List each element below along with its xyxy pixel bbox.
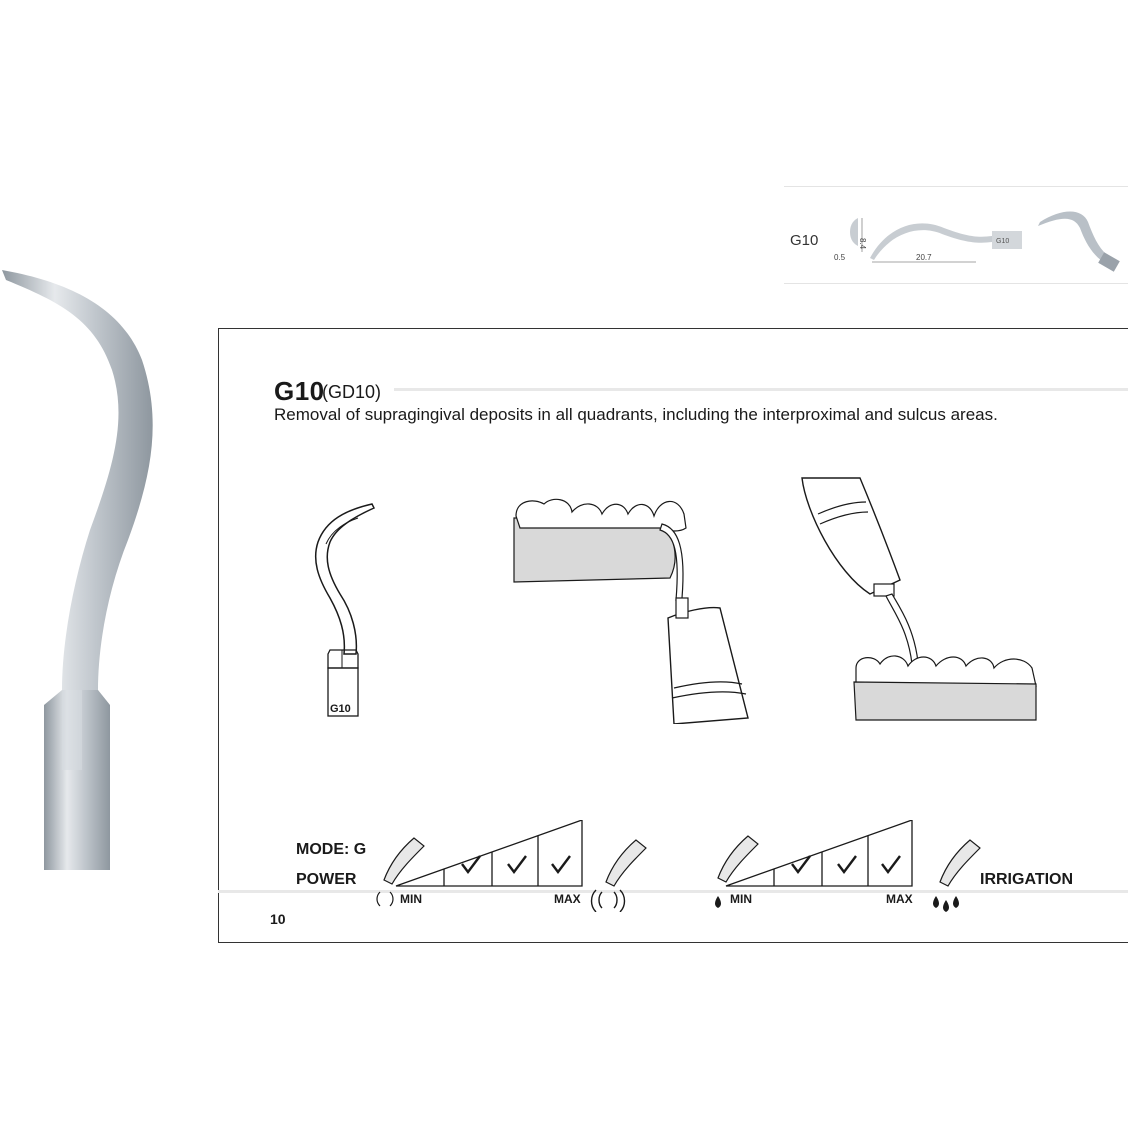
dimension-model-label: G10: [790, 232, 819, 249]
water-drops-icon: [933, 896, 959, 912]
power-level-wedge: [376, 820, 583, 907]
lower-jaw-illustration: [513, 498, 749, 724]
model-code: G10: [274, 376, 325, 406]
handpiece-max-water-icon: [933, 839, 981, 912]
product-description: Removal of supragingival deposits in all…: [274, 405, 998, 424]
power-check-2: [507, 855, 527, 874]
handpiece-min-water-icon: [717, 835, 759, 883]
tip-marking: G10: [330, 703, 351, 715]
irrigation-check-2: [837, 855, 857, 874]
handpiece-min-power-icon: [383, 837, 425, 885]
dimension-value-0-5: 0.5: [834, 253, 846, 262]
page-number: 10: [270, 911, 286, 927]
irrigation-label: IRRIGATION: [980, 871, 1074, 888]
dimension-tip-marking: G10: [996, 238, 1009, 245]
power-max-label: MAX: [554, 892, 581, 906]
footer-rule: [218, 890, 1128, 893]
irrigation-max-label: MAX: [886, 892, 913, 906]
irrigation-check-1: [791, 855, 811, 874]
handpiece-max-power-icon: [590, 839, 647, 912]
irrigation-min-label: MIN: [730, 892, 752, 906]
product-panel: [218, 328, 1128, 943]
irrigation-level-wedge: [715, 820, 913, 908]
model-alt-code: (GD10): [322, 382, 382, 402]
power-min-label: MIN: [400, 892, 422, 906]
power-label: POWER: [296, 871, 357, 888]
power-check-1: [461, 855, 481, 874]
dimension-value-8-4: 8.4: [858, 238, 867, 250]
scaler-tip-photo: [2, 270, 153, 870]
water-drop-icon: [715, 896, 721, 908]
mode-label: MODE: G: [296, 841, 367, 858]
power-check-3: [551, 855, 571, 874]
dimension-value-20-7: 20.7: [916, 253, 932, 262]
irrigation-check-3: [881, 855, 901, 874]
tip-line-drawing: G10: [314, 503, 376, 717]
header-rule: [394, 388, 1128, 391]
upper-jaw-illustration: [801, 477, 1037, 721]
dimension-drawing: 0.5 8.4 20.7 G10: [834, 218, 1022, 263]
small-tip-photo: [1038, 211, 1120, 272]
